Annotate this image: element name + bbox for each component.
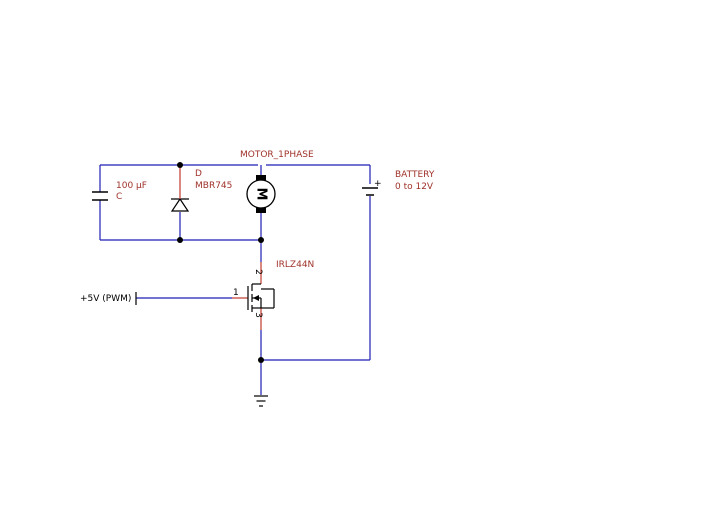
diode-ref: D xyxy=(195,169,202,179)
mosfet-pin-gate: 1 xyxy=(233,288,239,298)
motor-symbol-label: M xyxy=(254,188,269,201)
battery-name: BATTERY xyxy=(395,170,435,180)
capacitor-symbol xyxy=(92,191,108,201)
battery-symbol xyxy=(362,187,378,196)
motor-symbol: M xyxy=(246,175,276,213)
diode-part: MBR745 xyxy=(195,181,232,191)
capacitor-ref: C xyxy=(116,192,122,202)
wires xyxy=(99,164,371,395)
mosfet-arrow xyxy=(253,295,259,301)
junction-top-diode xyxy=(177,162,183,168)
motor-name: MOTOR_1PHASE xyxy=(240,150,314,160)
junction-bottom-diode xyxy=(177,237,183,243)
battery-voltage: 0 to 12V xyxy=(395,182,434,192)
input-label: +5V (PWM) xyxy=(80,294,131,304)
junction-ground xyxy=(258,357,264,363)
ground-symbol xyxy=(254,395,268,407)
junction-bottom-motor xyxy=(258,237,264,243)
mosfet-pin-drain: 2 xyxy=(253,269,263,275)
diode-symbol xyxy=(170,196,190,212)
lead-segments xyxy=(179,165,262,330)
capacitor-value: 100 µF xyxy=(116,181,147,191)
mosfet-pin-source: 3 xyxy=(253,312,263,318)
battery-polarity: + xyxy=(374,179,382,189)
junctions xyxy=(177,162,264,363)
mosfet-part: IRLZ44N xyxy=(276,260,314,270)
mosfet-symbol xyxy=(247,283,275,312)
